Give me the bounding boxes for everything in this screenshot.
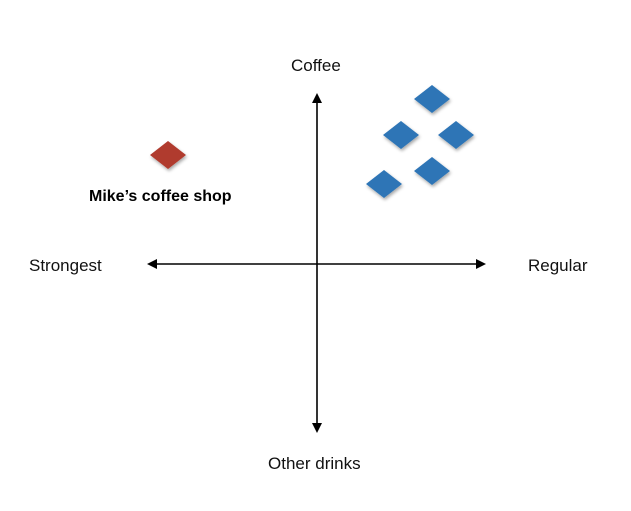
competitor-markers	[366, 85, 474, 198]
competitor-marker	[366, 170, 402, 198]
competitor-marker	[414, 157, 450, 185]
highlight-label: Mike’s coffee shop	[89, 188, 232, 205]
axis-label-regular: Regular	[528, 256, 588, 275]
axis-label-coffee: Coffee	[291, 56, 341, 75]
horizontal-axis	[147, 259, 486, 269]
competitor-marker	[383, 121, 419, 149]
top-arrowhead	[312, 93, 322, 103]
vertical-axis	[312, 93, 322, 433]
axis-label-strongest: Strongest	[29, 256, 102, 275]
left-arrowhead	[147, 259, 157, 269]
right-arrowhead	[476, 259, 486, 269]
bottom-arrowhead	[312, 423, 322, 433]
competitor-marker	[414, 85, 450, 113]
competitor-marker	[438, 121, 474, 149]
highlight-marker	[150, 141, 186, 169]
axis-label-other-drinks: Other drinks	[268, 454, 361, 473]
